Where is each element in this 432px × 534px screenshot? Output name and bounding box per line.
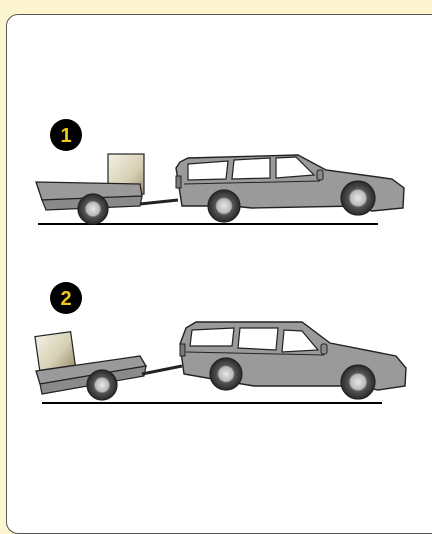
car-rear-wheel-1 bbox=[208, 190, 240, 222]
car-rear-wheel-2 bbox=[210, 358, 242, 390]
car-mirror-2 bbox=[321, 344, 327, 354]
trailer-drawbar-2 bbox=[142, 366, 182, 374]
car-mirror-1 bbox=[317, 170, 323, 180]
page: { "steps": [ { "label": "1", "badge_colo… bbox=[0, 0, 432, 505]
scene-2: 2 bbox=[35, 282, 406, 403]
car-taillight-1 bbox=[176, 176, 181, 188]
step-number-2: 2 bbox=[60, 288, 71, 310]
car-2 bbox=[180, 322, 406, 399]
trailer-wheel-2 bbox=[87, 370, 117, 400]
car-window-middle-1 bbox=[232, 158, 270, 179]
scene-1: 1 bbox=[36, 119, 404, 224]
trailer-wheel-1 bbox=[78, 194, 108, 224]
car-taillight-2 bbox=[180, 344, 185, 356]
cargo-box-2 bbox=[35, 332, 75, 371]
towing-illustration: 1 2 bbox=[0, 0, 432, 505]
step-badge-1: 1 bbox=[50, 119, 82, 151]
car-window-rear-1 bbox=[188, 161, 228, 180]
car-1 bbox=[176, 155, 404, 222]
step-badge-2: 2 bbox=[50, 282, 82, 314]
trailer-drawbar-1 bbox=[140, 200, 178, 204]
trailer-1 bbox=[36, 182, 178, 224]
car-front-wheel-2 bbox=[341, 365, 375, 399]
car-window-middle-2 bbox=[238, 328, 278, 350]
step-number-1: 1 bbox=[60, 125, 71, 147]
car-front-wheel-1 bbox=[341, 181, 375, 215]
car-window-rear-2 bbox=[190, 328, 234, 346]
